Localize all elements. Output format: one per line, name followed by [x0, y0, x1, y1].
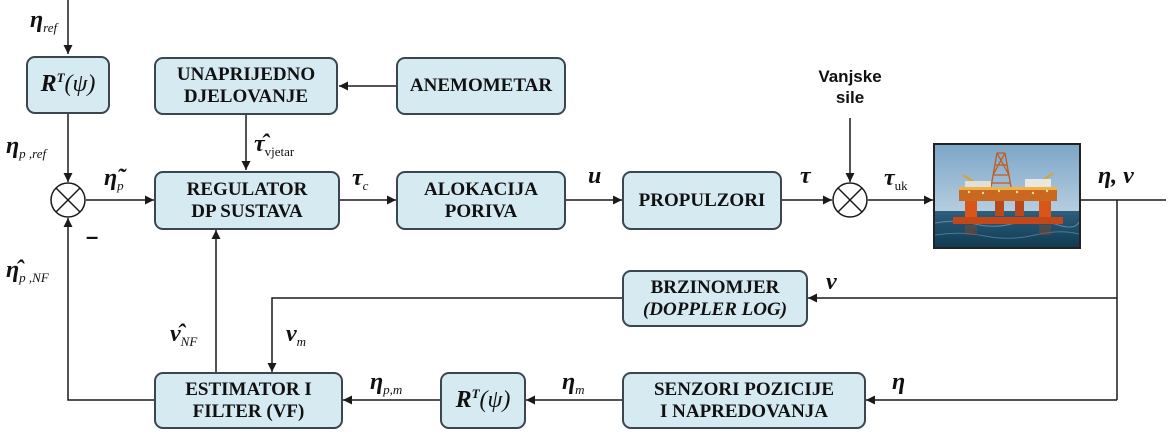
allocation-block: ALOKACIJA PORIVA — [396, 171, 566, 230]
label-tau-uk: τuk — [884, 165, 908, 193]
label-eta-p-m: ηp,m — [370, 369, 403, 397]
label-nu-nf: ν̂NF — [170, 321, 198, 349]
label-nu-log: ν — [826, 269, 837, 295]
vessel-image — [933, 143, 1081, 249]
summing-junction-1 — [50, 182, 86, 218]
label-tau-wind: τ̂vjetar — [254, 131, 295, 159]
regulator-block: REGULATOR DP SUSTAVA — [154, 171, 340, 230]
label-u: u — [588, 163, 602, 189]
feedforward-block: UNAPRIJEDNO DJELOVANJE — [154, 57, 338, 115]
estimator-block: ESTIMATOR I FILTER (VF) — [154, 372, 343, 429]
wire-nu-m — [267, 297, 622, 372]
minus-sign: – — [86, 224, 99, 249]
anemometer-block: ANEMOMETAR — [396, 57, 566, 115]
label-eta-m: ηm — [562, 369, 585, 397]
propulsors-block: PROPULZORI — [622, 171, 782, 230]
label-tau-c: τc — [352, 165, 369, 193]
label-nu-m: νm — [286, 321, 307, 349]
rotation-block-bottom: RT(ψ) — [440, 372, 526, 429]
rotation-block-top: RT(ψ) — [26, 56, 110, 114]
label-eta-sensor: η — [892, 369, 906, 395]
speedlog-block: BRZINOMJER (DOPPLER LOG) — [622, 270, 808, 327]
label-eta-p-ref: ηp ,ref — [6, 133, 47, 161]
label-external-forces: Vanjske sile — [818, 67, 882, 108]
label-eta-p-tilde: η̃p — [104, 165, 124, 193]
wire-eta-p-nf — [63, 218, 154, 401]
label-eta-p-nf: η̂p ,NF — [6, 257, 49, 285]
label-eta-nu: η, ν — [1098, 163, 1134, 189]
label-tau: τ — [800, 163, 811, 189]
summing-junction-2 — [832, 182, 868, 218]
sensors-block: SENZORI POZICIJE I NAPREDOVANJA — [622, 372, 866, 429]
label-eta-ref: ηref — [30, 7, 58, 35]
